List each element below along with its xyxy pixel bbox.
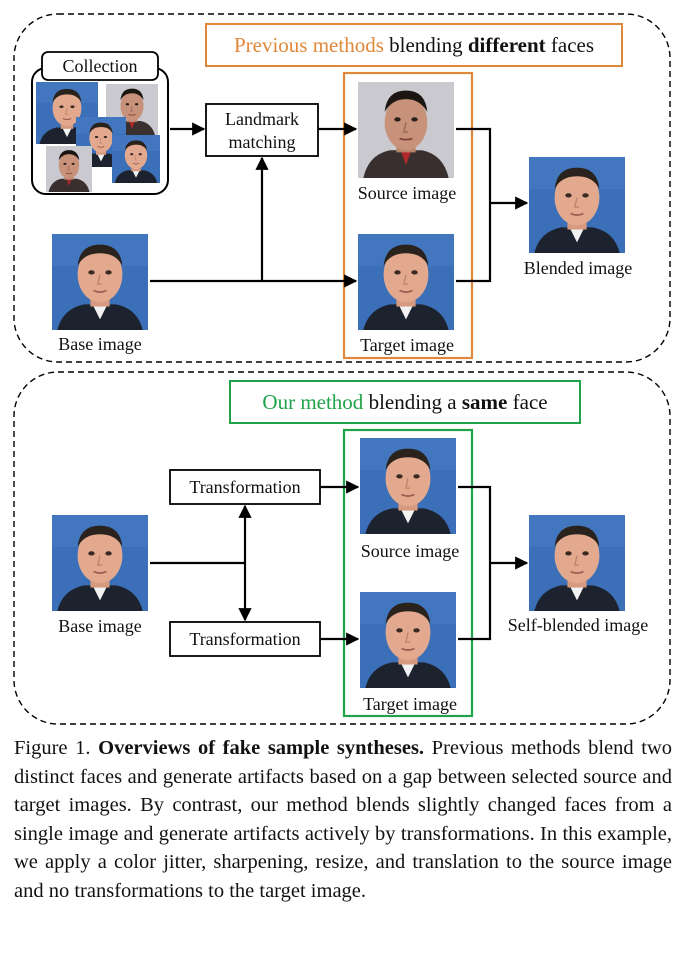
collection-label-box [41, 51, 159, 81]
our-source-label: Source image [361, 541, 459, 561]
previous-methods-panel: Previous methods blending different face… [13, 13, 671, 363]
transformation-bottom-label: Transformation [189, 629, 300, 649]
collection-label: Collection [63, 56, 138, 76]
previous-base-image [52, 234, 148, 330]
landmark-label-line1: Landmark [225, 109, 299, 129]
blended-label: Blended image [524, 258, 632, 278]
our-header-box [229, 380, 581, 424]
previous-source-label: Source image [358, 183, 456, 203]
self-blended-label: Self-blended image [508, 615, 648, 635]
previous-target-label: Target image [360, 335, 454, 355]
caption-prefix: Figure 1. [14, 737, 99, 759]
collection-photo-5 [112, 134, 160, 184]
previous-target-image [358, 234, 454, 330]
collection-photo-4 [45, 146, 93, 192]
transformation-bottom-box [169, 621, 321, 657]
figure-diagram: Previous methods blending different face… [13, 13, 671, 725]
landmark-label-line2: matching [229, 132, 296, 152]
our-base-label: Base image [58, 616, 141, 636]
previous-source-image [358, 82, 454, 178]
previous-methods-border [13, 13, 671, 363]
our-arrows [150, 480, 529, 646]
self-blended-image [529, 515, 625, 611]
landmark-matching-box [205, 103, 319, 157]
our-source-image [360, 438, 456, 534]
caption-body: Previous methods blend two distinct face… [14, 737, 672, 902]
blended-image [529, 157, 625, 253]
our-method-panel: Our method blending a same face Transfor… [13, 371, 671, 725]
previous-header-box [205, 23, 623, 67]
our-base-image [52, 515, 148, 611]
previous-source-target-group [342, 71, 474, 360]
our-target-image [360, 592, 456, 688]
our-target-label: Target image [363, 694, 457, 714]
our-method-border [13, 371, 671, 725]
previous-header: Previous methods blending different face… [234, 33, 594, 57]
previous-arrows [150, 122, 529, 288]
transformation-top-label: Transformation [189, 477, 300, 497]
our-source-target-group [342, 428, 474, 718]
figure-caption: Figure 1. Overviews of fake sample synth… [14, 734, 672, 905]
caption-title: Overviews of fake sample syntheses. [98, 737, 425, 759]
our-header: Our method blending a same face [262, 390, 547, 414]
previous-base-label: Base image [58, 334, 141, 354]
